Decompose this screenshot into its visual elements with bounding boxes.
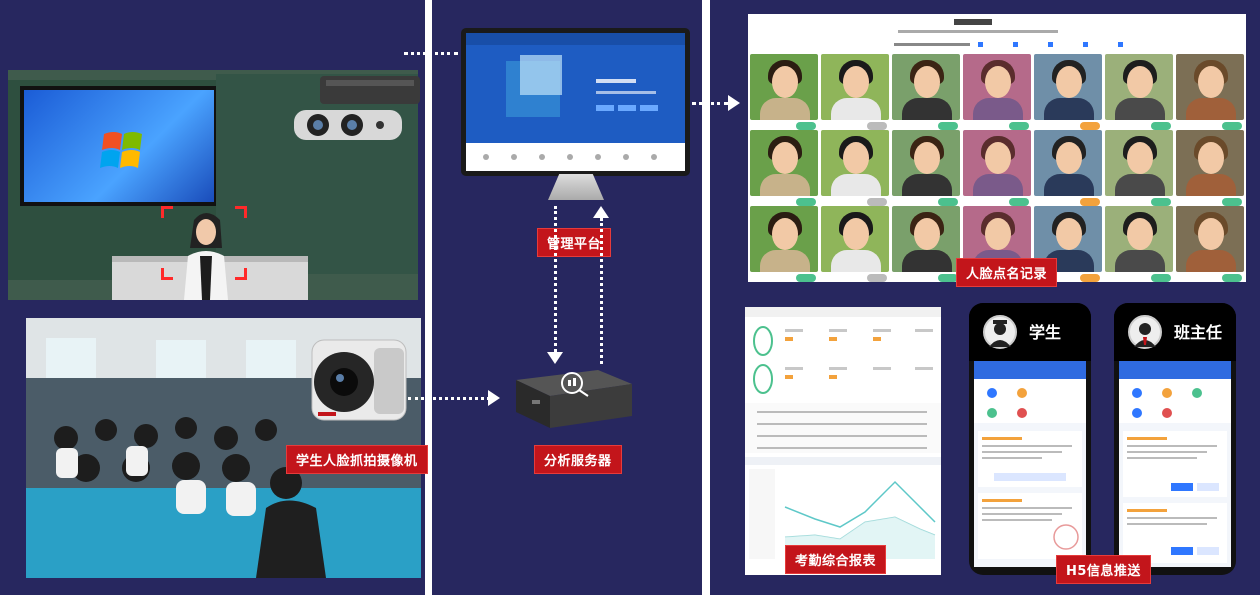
face-tile — [821, 130, 889, 196]
face-tile — [821, 206, 889, 272]
face-tile — [892, 206, 960, 272]
face-tile-caption — [1034, 120, 1102, 134]
arrow-up-icon — [593, 206, 609, 218]
arrow-right-icon — [488, 390, 500, 406]
face-tile — [821, 54, 889, 120]
connector-platform-to-records — [692, 102, 728, 105]
face-tile-caption — [821, 272, 889, 282]
face-tile — [963, 54, 1031, 120]
arrow-right-icon — [728, 95, 740, 111]
label-h5-push: H5信息推送 — [1056, 555, 1151, 584]
face-tile — [892, 54, 960, 120]
teacher-avatar-icon — [1128, 315, 1162, 349]
face-tile — [963, 130, 1031, 196]
student-avatar-icon — [983, 315, 1017, 349]
face-tile-caption — [1105, 272, 1173, 282]
face-tile-caption — [750, 120, 818, 134]
phone-header: 班主任 — [1114, 303, 1236, 361]
connector-platform-to-server — [554, 206, 557, 352]
phone-header: 学生 — [969, 303, 1091, 361]
face-tile-caption — [892, 120, 960, 134]
face-tile-caption — [1105, 120, 1173, 134]
face-tile-caption — [1176, 120, 1244, 134]
face-tile — [1176, 54, 1244, 120]
label-face-roll-call: 人脸点名记录 — [956, 258, 1058, 287]
arrow-down-icon — [547, 352, 563, 364]
phone-screen — [1119, 361, 1231, 567]
student-phone-title: 学生 — [1029, 323, 1062, 342]
face-tile — [1034, 206, 1102, 272]
face-tile-caption — [1034, 196, 1102, 210]
windows-logo-icon — [100, 132, 142, 168]
smart-board-screen — [20, 86, 218, 206]
connector-camera-to-platform — [404, 52, 458, 55]
face-tile-caption — [1176, 272, 1244, 282]
label-analysis-server: 分析服务器 — [534, 445, 622, 474]
face-roll-call-card — [748, 14, 1246, 282]
face-tile-caption — [821, 120, 889, 134]
face-tile — [1176, 206, 1244, 272]
monitor-icon — [461, 28, 690, 176]
face-tile — [1176, 130, 1244, 196]
face-tile-caption — [750, 196, 818, 210]
face-tile — [750, 206, 818, 272]
face-tile-caption — [1105, 196, 1173, 210]
face-tile-caption — [963, 120, 1031, 134]
classroom-photo — [8, 70, 418, 300]
label-attendance-report: 考勤综合报表 — [785, 545, 887, 574]
face-tile-caption — [750, 272, 818, 282]
projector-camera-icon — [294, 76, 420, 140]
connector-server-to-platform — [600, 218, 603, 364]
analysis-server-icon — [516, 370, 632, 428]
face-tile-caption — [1176, 196, 1244, 210]
teacher-phone: 班主任 — [1114, 303, 1236, 575]
face-tile — [750, 54, 818, 120]
face-tile-caption — [1034, 272, 1102, 282]
face-tile — [1034, 54, 1102, 120]
teacher-phone-title: 班主任 — [1174, 323, 1223, 342]
platform-screen — [466, 33, 685, 171]
label-capture-camera: 学生人脸抓拍摄像机 — [286, 445, 428, 474]
face-tile-caption — [963, 196, 1031, 210]
face-tile-caption — [892, 272, 960, 282]
phone-screen — [974, 361, 1086, 567]
face-tile — [1105, 206, 1173, 272]
face-records-header — [894, 19, 1123, 47]
chalkboard — [216, 74, 418, 274]
connector-capture-to-server — [408, 397, 490, 400]
dome-camera-icon — [311, 339, 407, 421]
face-tile — [750, 130, 818, 196]
face-tile — [1034, 130, 1102, 196]
student-phone: 学生 — [969, 303, 1091, 575]
face-tile — [1105, 54, 1173, 120]
face-tile-caption — [892, 196, 960, 210]
attendance-report-card — [745, 307, 941, 575]
face-detection-frame — [161, 206, 247, 280]
face-tile — [892, 130, 960, 196]
label-management-platform: 管理平台 — [537, 228, 612, 257]
teacher-figure — [184, 213, 228, 300]
face-tile-caption — [821, 196, 889, 210]
face-tile — [1105, 130, 1173, 196]
